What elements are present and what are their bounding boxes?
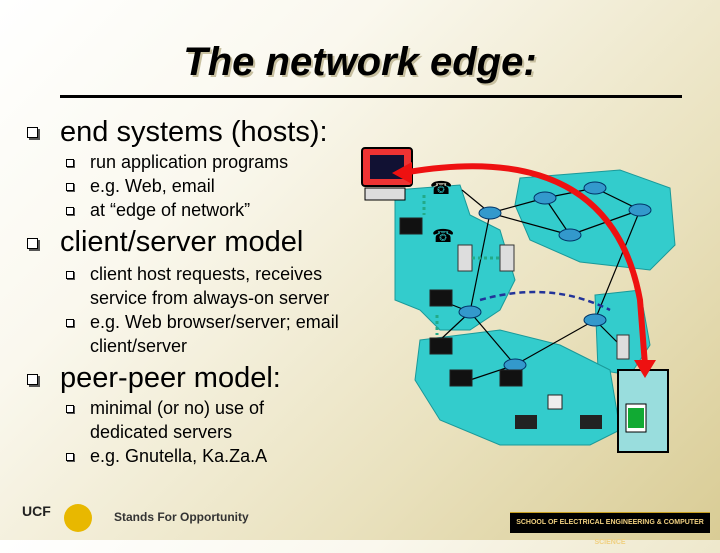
sub-bullet-browser-server: e.g. Web browser/server; email (90, 312, 339, 332)
router-icon (583, 181, 607, 195)
router-icon (503, 358, 527, 372)
bullet-client-server: client/server model (60, 226, 304, 258)
sub-bullet-gnutella: e.g. Gnutella, Ka.Za.A (90, 446, 268, 466)
bullet-marker (27, 127, 38, 138)
arrow-head-client (392, 162, 412, 184)
router-icon (458, 305, 482, 319)
isp-region-bottom (414, 329, 621, 446)
sub-bullet-edge: at “edge of network” (90, 200, 251, 220)
router-icon (583, 313, 607, 327)
sub-bullet-client-requests-cont: service from always-on server (90, 288, 330, 308)
sub-bullet-minimal-cont: dedicated servers (90, 422, 233, 442)
router-icon (478, 206, 502, 220)
desktop-icon (429, 289, 453, 307)
sub-bullet-marker (66, 183, 74, 191)
ucf-logo: UCF (22, 503, 51, 519)
phone-icon: ☎ (430, 178, 452, 199)
sub-bullet-web-email: e.g. Web, email (90, 176, 215, 196)
laptop-icon (580, 415, 602, 429)
desktop-icon (499, 369, 523, 387)
laptop-icon (515, 415, 537, 429)
sub-bullet-browser-server-cont: client/server (90, 336, 188, 356)
pegasus-logo-icon (64, 504, 92, 532)
desktop-icon (429, 337, 453, 355)
network-diagram: ☎ ☎ (64, 147, 676, 532)
title-divider (60, 95, 682, 98)
sub-bullet-marker (66, 207, 74, 215)
router-icon (628, 203, 652, 217)
dashed-link (479, 290, 611, 312)
bullet-end-systems: end systems (hosts): (60, 116, 328, 148)
slide-title: The network edge: (183, 40, 537, 84)
laptops (515, 394, 602, 429)
school-banner: SCHOOL OF ELECTRICAL ENGINEERING & COMPU… (510, 512, 710, 546)
server-icon (457, 244, 473, 272)
desktop-icon (449, 369, 473, 387)
bullet-peer-peer: peer-peer model: (60, 362, 281, 394)
router-icon (558, 228, 582, 242)
sub-bullet-client-requests: client host requests, receives (90, 264, 323, 284)
sub-bullet-minimal: minimal (or no) use of (90, 398, 265, 418)
arrow-head-server (634, 360, 656, 378)
router-icon (533, 191, 557, 205)
client-server-arrow (407, 163, 648, 366)
small-servers (457, 244, 630, 360)
isp-region-left (394, 184, 516, 331)
desktop-hosts (399, 217, 523, 387)
sub-bullet-marker (66, 159, 74, 167)
laptop-icon (547, 394, 563, 410)
sub-bullet-marker (66, 405, 74, 413)
desktop-icon (399, 217, 423, 235)
big-server-icon (617, 369, 669, 453)
footer-slogan: Stands For Opportunity (114, 510, 249, 524)
sub-bullet-marker (66, 319, 74, 327)
phone-icon: ☎ (432, 226, 454, 247)
sub-bullet-marker (66, 271, 74, 279)
bullet-marker (27, 374, 38, 385)
routers (458, 181, 652, 372)
server-icon (616, 334, 630, 360)
server-icon (499, 244, 515, 272)
sub-bullet-marker (66, 453, 74, 461)
sub-bullet-run-apps: run application programs (90, 152, 289, 172)
bullet-marker (27, 238, 38, 249)
